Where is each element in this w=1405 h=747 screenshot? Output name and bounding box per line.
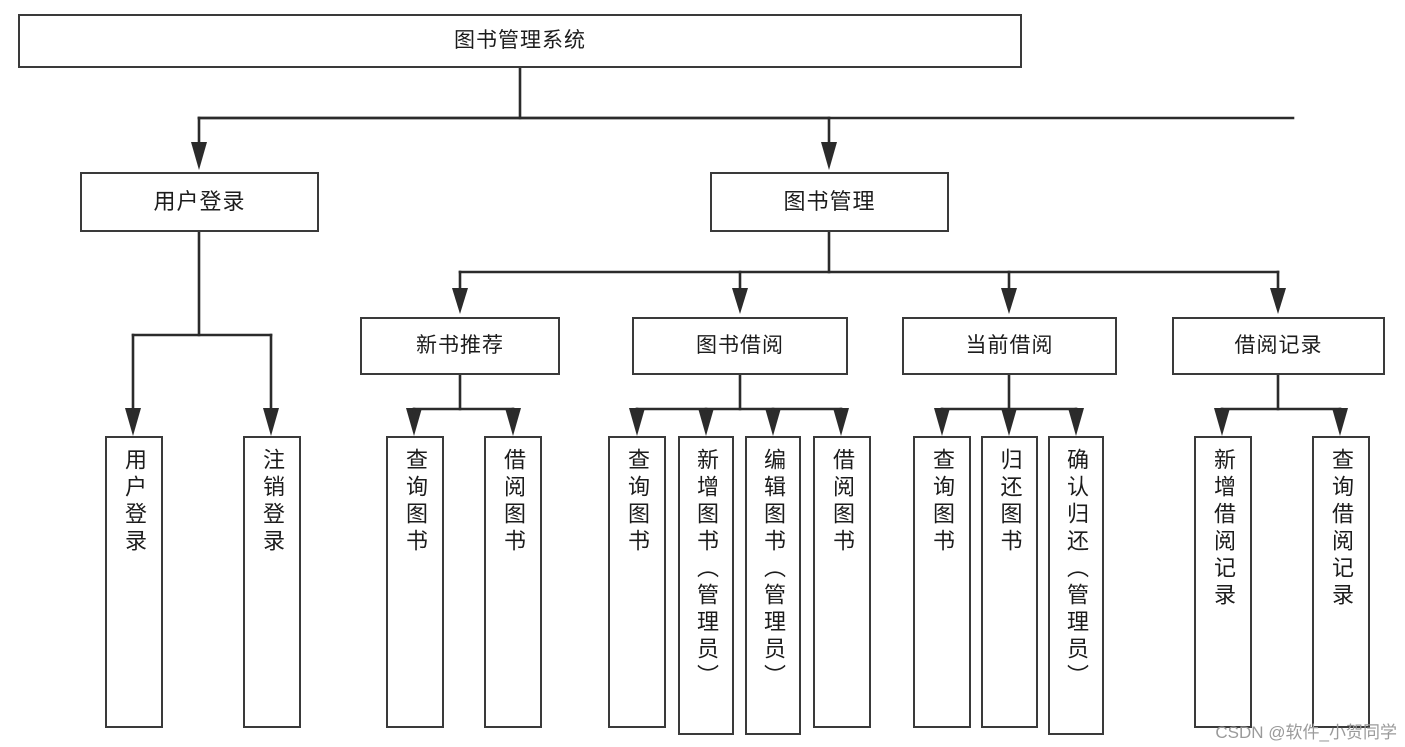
node-label: 当前借阅 [965,333,1054,357]
node-leaf-query-borrow-record[interactable]: 查询借阅记录 [1312,436,1370,728]
node-book-management[interactable]: 图书管理 [710,172,949,232]
node-leaf-user-login[interactable]: 用户登录 [105,436,163,728]
node-label: 新增图书（管理员） [694,448,719,691]
node-borrow-record[interactable]: 借阅记录 [1172,317,1385,375]
node-leaf-query-book-recommend[interactable]: 查询图书 [386,436,444,728]
node-leaf-return-book[interactable]: 归还图书 [981,436,1038,728]
node-label: 借阅记录 [1234,333,1323,357]
node-current-borrow[interactable]: 当前借阅 [902,317,1117,375]
node-leaf-logout[interactable]: 注销登录 [243,436,301,728]
node-leaf-confirm-return-admin[interactable]: 确认归还（管理员） [1048,436,1104,735]
node-label: 归还图书 [997,448,1023,556]
node-label: 查询借阅记录 [1329,448,1354,610]
node-leaf-borrow-book[interactable]: 借阅图书 [813,436,871,728]
node-user-login[interactable]: 用户登录 [80,172,319,232]
node-leaf-borrow-book-recommend[interactable]: 借阅图书 [484,436,542,728]
node-label: 查询图书 [403,448,428,556]
node-label: 确认归还（管理员） [1064,448,1089,691]
node-label: 借阅图书 [501,448,526,556]
node-label: 编辑图书（管理员） [761,448,786,691]
node-label: 新增借阅记录 [1211,448,1236,610]
node-label: 用户登录 [153,189,246,215]
node-label: 图书管理系统 [454,28,586,52]
node-label: 借阅图书 [830,448,855,556]
node-label: 查询图书 [930,448,955,556]
node-label: 图书管理 [783,189,876,215]
node-label: 查询图书 [625,448,650,556]
node-new-book-recommend[interactable]: 新书推荐 [360,317,560,375]
node-leaf-add-book-admin[interactable]: 新增图书（管理员） [678,436,734,735]
node-leaf-query-book-borrow[interactable]: 查询图书 [608,436,666,728]
node-root-system[interactable]: 图书管理系统 [18,14,1022,68]
node-leaf-query-book-current[interactable]: 查询图书 [913,436,971,728]
node-book-borrow[interactable]: 图书借阅 [632,317,848,375]
node-label: 用户登录 [122,448,147,556]
node-leaf-add-borrow-record[interactable]: 新增借阅记录 [1194,436,1252,728]
node-leaf-edit-book-admin[interactable]: 编辑图书（管理员） [745,436,801,735]
node-label: 注销登录 [260,448,285,556]
node-label: 图书借阅 [696,333,784,357]
node-label: 新书推荐 [416,333,504,357]
